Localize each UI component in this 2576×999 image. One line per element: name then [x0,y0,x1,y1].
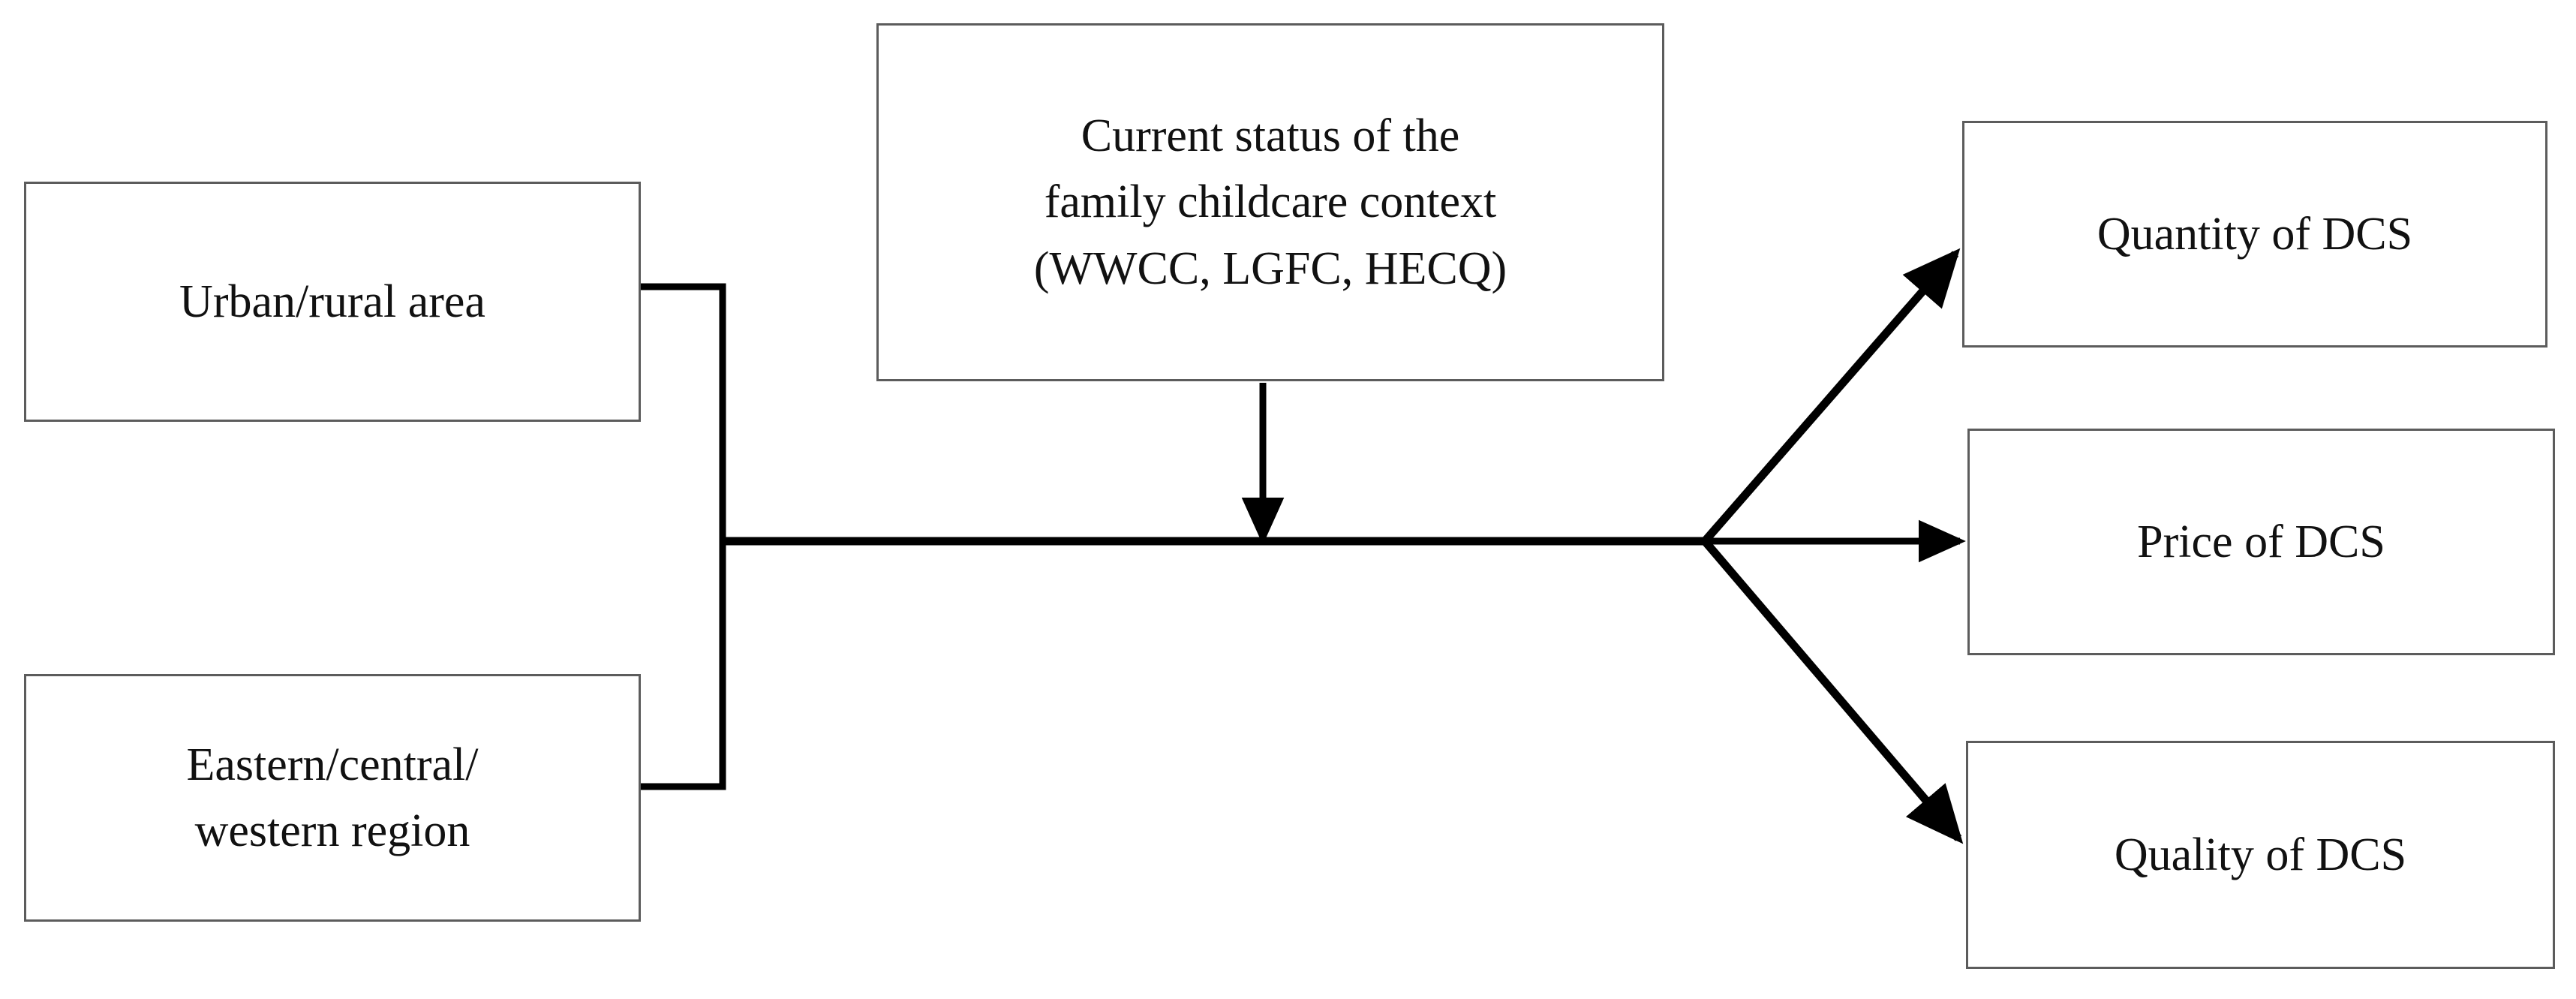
node-quantity-of-dcs-label: Quantity of DCS [2097,208,2413,260]
node-price-of-dcs-label: Price of DCS [2137,516,2385,567]
edge-junction-to-quality [1701,538,1964,844]
node-eastern-central-western-region-label: Eastern/central/ western region [186,739,479,856]
node-urban-rural-area-label: Urban/rural area [179,275,485,327]
node-family-childcare-context-label: Current status of the family childcare c… [1033,110,1507,294]
node-quality-of-dcs[interactable]: Quality of DCS [1966,741,2555,969]
node-quality-of-dcs-label: Quality of DCS [2114,829,2407,880]
edge-junction-to-quantity [1701,248,1961,544]
node-urban-rural-area[interactable]: Urban/rural area [24,182,641,422]
edge-urban-to-trunk [641,283,726,541]
node-family-childcare-context[interactable]: Current status of the family childcare c… [876,23,1664,381]
node-price-of-dcs[interactable]: Price of DCS [1967,429,2555,655]
edge-region-to-trunk [641,541,726,790]
node-eastern-central-western-region[interactable]: Eastern/central/ western region [24,674,641,922]
node-quantity-of-dcs[interactable]: Quantity of DCS [1962,121,2547,348]
